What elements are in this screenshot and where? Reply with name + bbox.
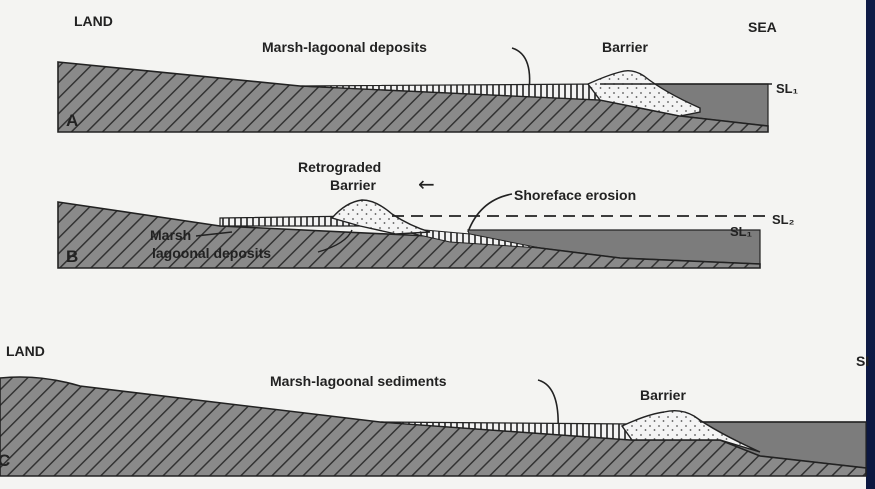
sea-label-c: SI [856,353,869,369]
land-label-c: LAND [6,343,45,359]
sediments-label-c: Marsh-lagoonal sediments [270,373,447,389]
panel-letter-c: C [0,451,10,470]
land-label-a: LAND [74,13,113,29]
sea-level-2-label: SL₂ [772,212,795,227]
deposits-label-a: Marsh-lagoonal deposits [262,39,427,55]
barrier-label-c: Barrier [640,387,686,403]
sea-label-a: SEA [748,19,777,35]
marsh-label-line1: Marsh [150,227,191,243]
panel-letter-b: B [66,247,78,266]
shoreface-erosion-label: Shoreface erosion [514,187,636,203]
sea-level-1-label: SL₁ [730,224,752,239]
retrograded-label-line1: Retrograded [298,159,381,175]
panel-letter-a: A [66,111,78,130]
sea-level-label-a: SL₁ [776,81,798,96]
retreat-arrow-icon: ← [418,172,435,196]
marsh-label-line2: lagoonal deposits [152,245,271,261]
retrograded-label-line2: Barrier [330,177,376,193]
barrier-label-a: Barrier [602,39,648,55]
